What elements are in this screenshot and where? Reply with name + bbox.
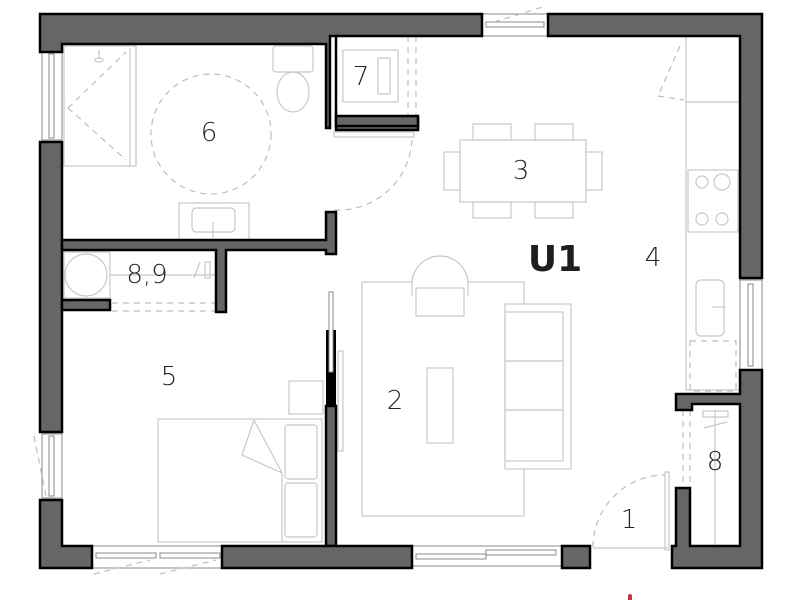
sink-icon <box>178 202 250 242</box>
room-label-bathroom: 6 <box>200 118 218 148</box>
turning-circle-icon <box>150 73 272 195</box>
entry-door-icon <box>592 471 670 551</box>
wall-bottom-left <box>38 498 94 570</box>
storage-shelf-icon <box>682 410 729 545</box>
room-label-entry: 1 <box>620 505 638 535</box>
room-label-kitchen: 4 <box>644 243 662 273</box>
wall-top-left <box>38 12 484 132</box>
window-living-bottom <box>411 545 563 567</box>
appliance-icon <box>689 340 737 392</box>
furniture-layer <box>63 35 741 551</box>
window-bedroom-bottom <box>91 545 223 575</box>
sliding-door-panel <box>328 291 334 373</box>
wall-laundry-bottom <box>60 298 112 312</box>
walls-layer <box>38 12 764 570</box>
sofa-icon <box>504 303 572 470</box>
door-swing-icon <box>333 139 413 211</box>
wall-left-middle <box>38 140 64 434</box>
tv-icon <box>337 350 344 452</box>
window-top <box>481 5 549 37</box>
kitchen-counter-icon <box>657 35 741 391</box>
room-label-dining: 3 <box>512 156 530 186</box>
room-label-storage: 8 <box>706 447 724 477</box>
closet-shelf-icon <box>333 36 417 138</box>
washer-icon <box>63 251 218 312</box>
armchair-icon <box>411 255 469 317</box>
wall-top-right <box>546 12 764 280</box>
kitchen-sink-icon <box>695 279 726 337</box>
bed-icon <box>157 418 323 543</box>
room-label-living: 2 <box>386 386 404 416</box>
windows-layer <box>33 5 763 575</box>
wall-closet-bottom <box>334 114 420 128</box>
room-label-laundry: 8,9 <box>126 260 168 290</box>
nightstand-icon <box>288 380 324 415</box>
room-label-bedroom: 5 <box>160 362 178 392</box>
toilet-icon <box>272 45 314 113</box>
window-bedroom-left <box>33 433 63 499</box>
stove-icon <box>687 169 739 233</box>
north-marker-icon <box>628 594 632 600</box>
window-bath-left <box>41 51 63 141</box>
wall-right-lower <box>670 368 764 570</box>
wall-bottom-middle <box>220 544 414 570</box>
wall-bath-bottom <box>60 210 338 314</box>
unit-label: U1 <box>527 239 583 280</box>
window-kitchen-right <box>739 279 763 371</box>
coffee-table-icon <box>426 367 454 444</box>
wall-bottom-pier <box>560 544 592 570</box>
room-label-closet: 7 <box>352 62 370 92</box>
dining-table-icon <box>443 123 603 219</box>
shower-icon <box>63 45 137 167</box>
wall-bedroom-partition <box>324 404 338 548</box>
